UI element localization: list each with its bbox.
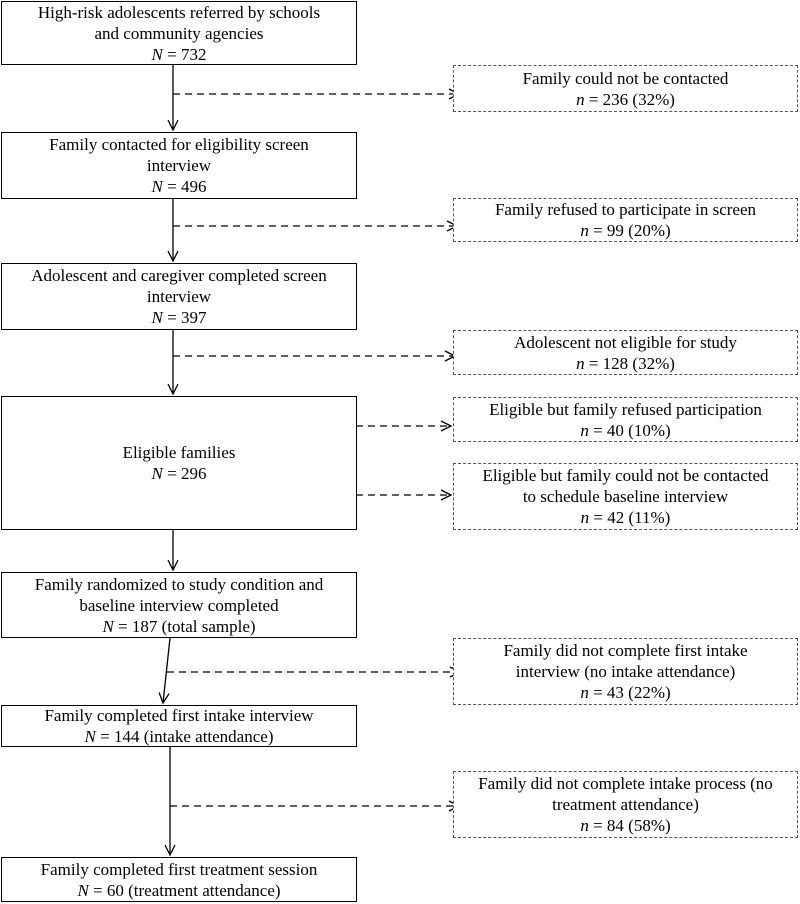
stat-symbol: n [580, 816, 589, 835]
stat-value: = 296 [167, 464, 207, 483]
stat-value: = 60 (treatment attendance) [93, 880, 281, 900]
stat-value: = 187 (total sample) [118, 616, 256, 636]
stat-symbol: n [580, 420, 589, 440]
stat-symbol: n [576, 89, 585, 109]
box-randomized: Family randomized to study condition and… [1, 572, 357, 638]
box-text-line: High-risk adolescents referred by school… [37, 2, 321, 22]
box-text-line: interview [146, 287, 212, 306]
box-not-scheduled: Eligible but family could not be contact… [453, 463, 798, 530]
box-text-line: Family completed first treatment session [40, 859, 318, 879]
stat-value: = 84 (58%) [593, 816, 671, 835]
stat-symbol: N [151, 177, 163, 196]
stat-symbol: N [77, 880, 89, 900]
box-no-treatment: Family did not complete intake process (… [453, 771, 798, 838]
box-eligible: Eligible families N = 296 [1, 396, 357, 530]
box-text-line: interview (no intake attendance) [515, 662, 736, 681]
stat-value: = 732 [167, 44, 207, 64]
box-text-line: to schedule baseline interview [522, 487, 729, 506]
stat-symbol: N [84, 727, 96, 746]
stat-value: = 43 (22%) [593, 683, 671, 702]
box-text-line: and community agencies [94, 23, 264, 43]
box-text-line: Family did not complete intake process (… [478, 774, 773, 793]
stat-value: = 496 [167, 177, 207, 196]
stat-value: = 236 (32%) [588, 89, 675, 109]
stat-value: = 128 (32%) [588, 353, 675, 373]
stat-value: = 42 (11%) [593, 508, 671, 527]
stat-value: = 144 (intake attendance) [100, 727, 274, 746]
box-not-contacted: Family could not be contacted n = 236 (3… [453, 65, 798, 112]
box-text-line: Eligible but family refused participatio… [489, 399, 762, 419]
box-text-line: Eligible but family could not be contact… [482, 466, 769, 485]
stat-symbol: n [580, 508, 590, 527]
box-text-line: treatment attendance) [552, 795, 699, 814]
stat-symbol: n [580, 683, 589, 702]
box-intake: Family completed first intake interview … [1, 705, 357, 747]
arrow-randomized-to-intake [163, 637, 171, 703]
stat-symbol: n [576, 353, 585, 373]
box-text-line: baseline interview completed [79, 595, 279, 615]
stat-value: = 40 (10%) [593, 420, 671, 440]
box-text-line: Family completed first intake interview [44, 706, 314, 725]
stat-value: = 99 (20%) [593, 221, 671, 240]
box-text-line: Family did not complete first intake [503, 641, 748, 660]
box-text-line: Family refused to participate in screen [494, 200, 757, 219]
box-referred: High-risk adolescents referred by school… [1, 1, 357, 65]
stat-symbol: n [580, 221, 589, 240]
box-text-line: Eligible families [122, 443, 236, 462]
stat-symbol: N [151, 308, 163, 327]
box-contacted: Family contacted for eligibility screen … [1, 132, 357, 199]
box-text-line: interview [146, 156, 212, 175]
box-no-intake: Family did not complete first intake int… [453, 638, 798, 705]
stat-symbol: N [151, 464, 163, 483]
stat-symbol: N [102, 616, 114, 636]
box-text-line: Family contacted for eligibility screen [49, 135, 309, 154]
box-screened: Adolescent and caregiver completed scree… [1, 263, 357, 330]
stat-value: = 397 [167, 308, 207, 327]
box-refused-screen: Family refused to participate in screen … [453, 198, 798, 242]
stat-symbol: N [151, 44, 163, 64]
box-treatment: Family completed first treatment session… [1, 857, 357, 902]
box-text-line: Family could not be contacted [522, 68, 729, 88]
box-text-line: Family randomized to study condition and [34, 574, 324, 594]
box-text-line: Adolescent not eligible for study [514, 332, 737, 352]
box-refused-participation: Eligible but family refused participatio… [453, 397, 798, 442]
box-not-eligible: Adolescent not eligible for study n = 12… [453, 330, 798, 375]
box-text-line: Adolescent and caregiver completed scree… [31, 266, 327, 285]
